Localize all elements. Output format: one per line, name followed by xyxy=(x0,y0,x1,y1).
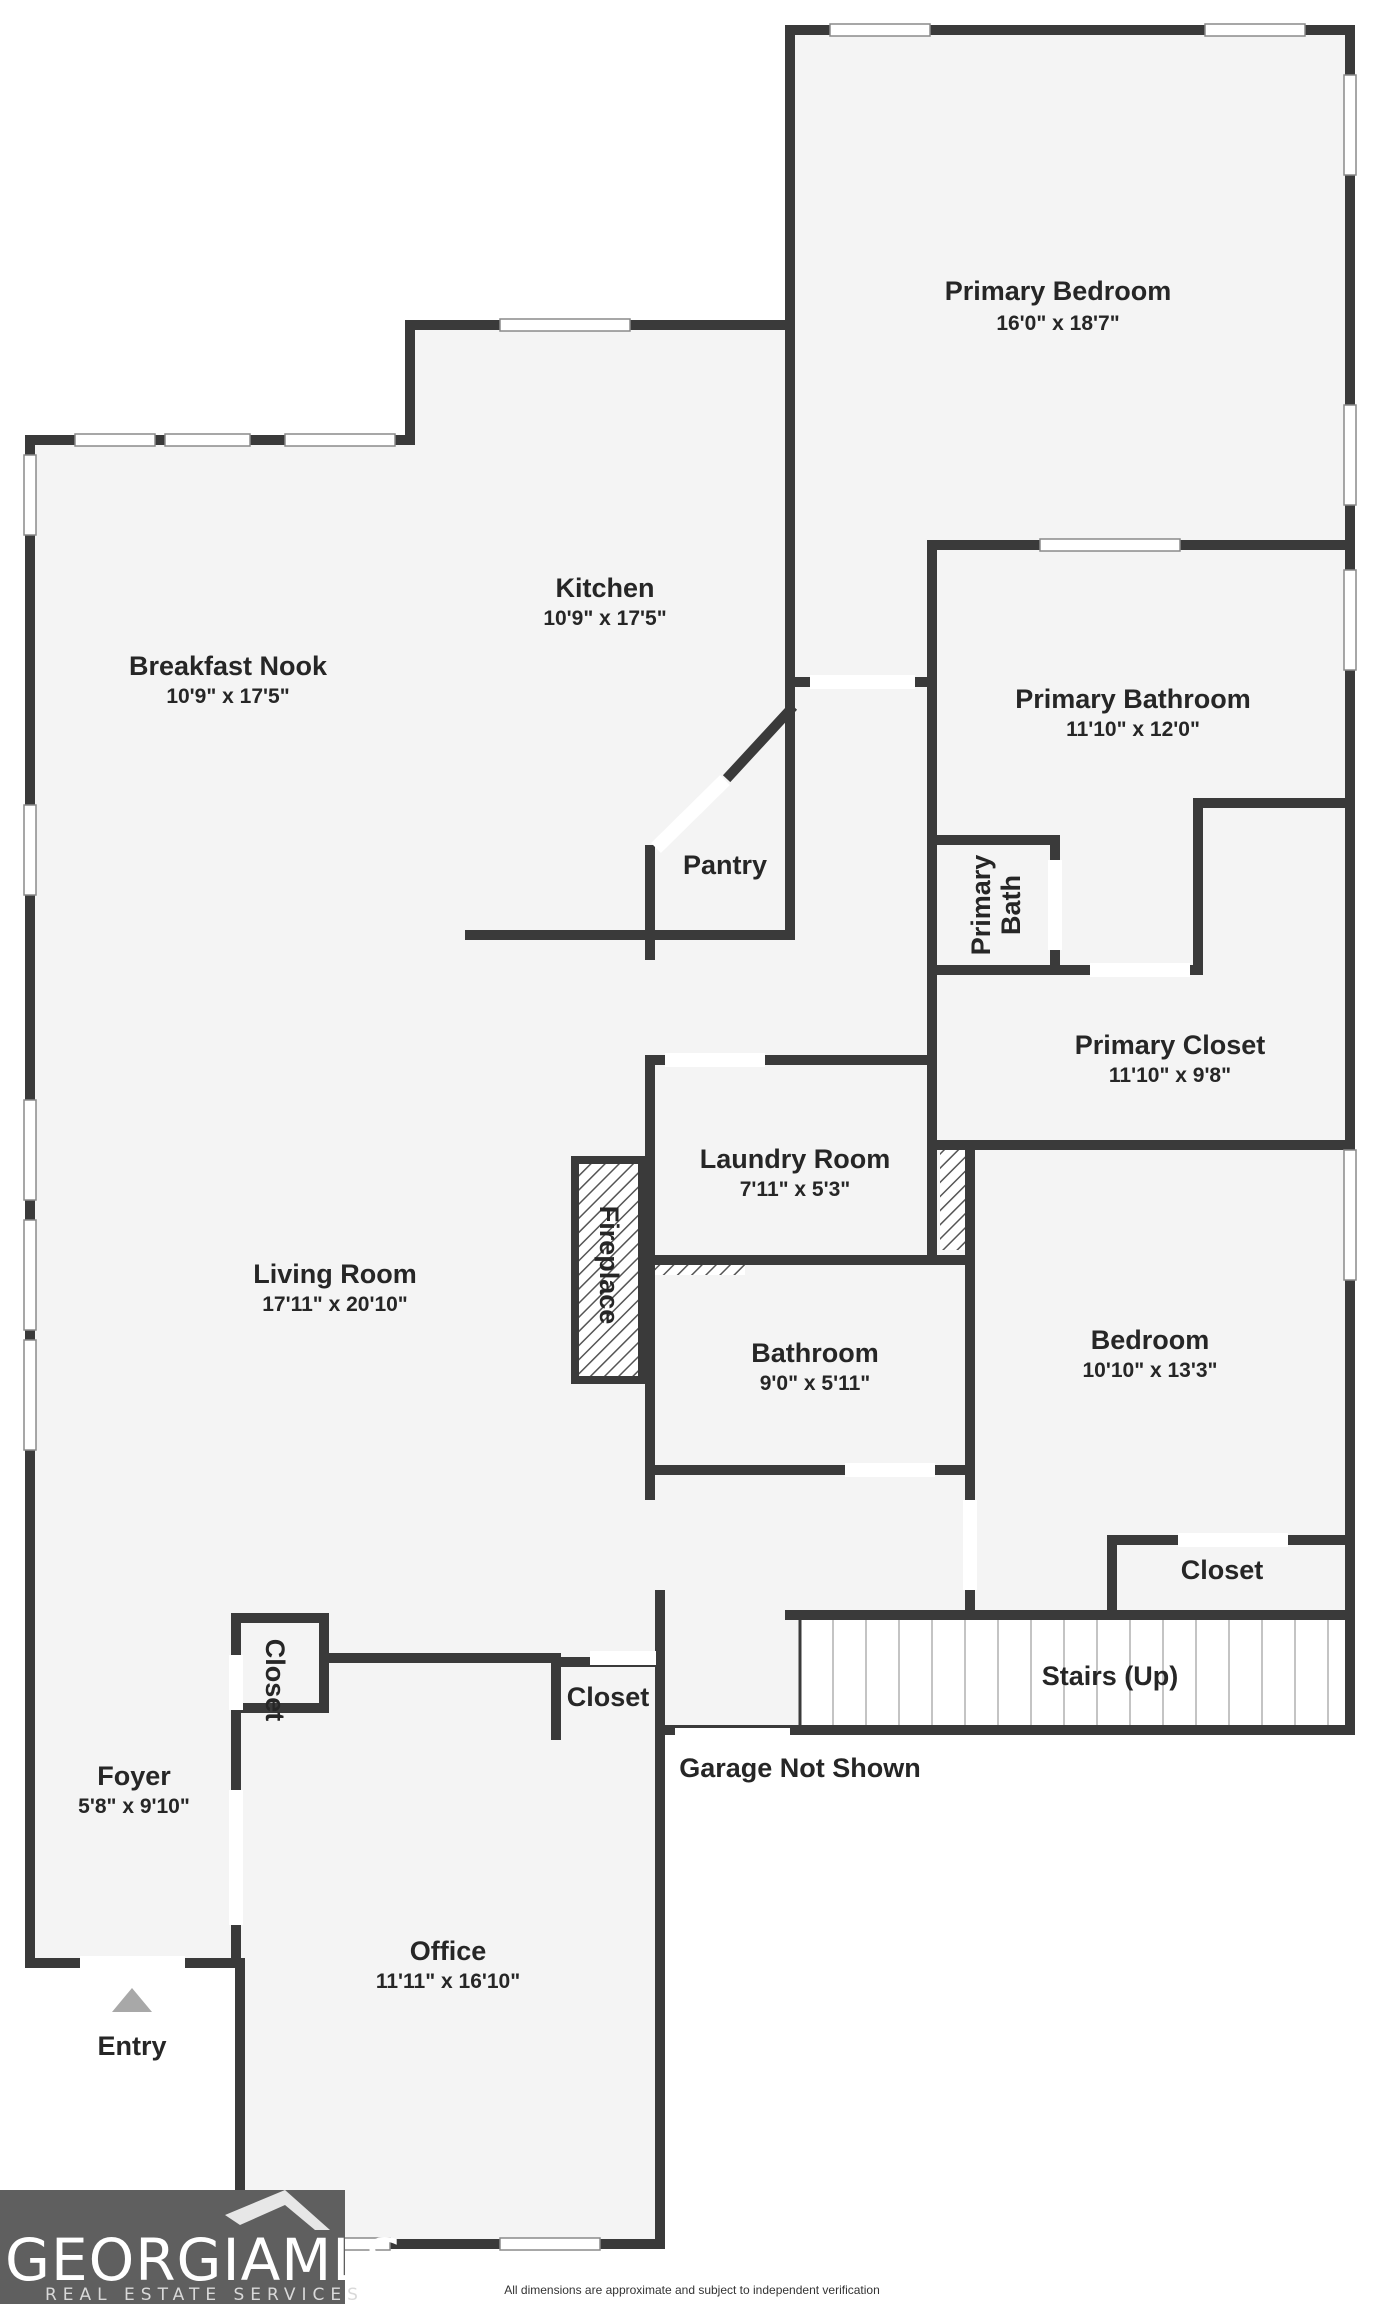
breakfast-nook-name: Breakfast Nook xyxy=(129,651,328,681)
bedroom-closet-name: Closet xyxy=(1181,1555,1264,1585)
laundry-room-name: Laundry Room xyxy=(700,1144,891,1174)
kitchen-name: Kitchen xyxy=(555,573,654,603)
entry-label: Entry xyxy=(97,2031,166,2061)
primary-bath-label: Primary Bath xyxy=(966,855,1026,956)
windows xyxy=(23,23,1357,2251)
logo-main-text: GEORGIAMLS xyxy=(5,2226,403,2294)
foyer-closet-name: Closet xyxy=(260,1639,290,1722)
primary-bathroom-name: Primary Bathroom xyxy=(1015,684,1251,714)
office-dims: 11'11" x 16'10" xyxy=(376,1970,520,1993)
disclaimer: All dimensions are approximate and subje… xyxy=(504,2283,880,2297)
garage-note: Garage Not Shown xyxy=(679,1753,921,1783)
living-room-name: Living Room xyxy=(253,1259,417,1289)
hall-closet-name: Closet xyxy=(567,1682,650,1712)
floor-area xyxy=(30,30,1350,2244)
primary-closet-name: Primary Closet xyxy=(1075,1030,1266,1060)
primary-bath-line1: Primary xyxy=(966,855,996,956)
bathroom-name: Bathroom xyxy=(751,1338,879,1368)
fireplace-hearth xyxy=(571,1156,646,1384)
foyer-dims: 5'8" x 9'10" xyxy=(78,1795,190,1818)
bathroom-dims: 9'0" x 5'11" xyxy=(760,1372,871,1395)
pantry-name: Pantry xyxy=(683,850,767,880)
foyer-name: Foyer xyxy=(97,1761,171,1791)
kitchen-dims: 10'9" x 17'5" xyxy=(543,607,666,630)
bedroom-dims: 10'10" x 13'3" xyxy=(1082,1359,1217,1382)
primary-bathroom-dims: 11'10" x 12'0" xyxy=(1066,718,1200,741)
logo-sub-text: REAL ESTATE SERVICES xyxy=(45,2285,364,2304)
primary-bedroom-dims: 16'0" x 18'7" xyxy=(996,312,1119,335)
bedroom-name: Bedroom xyxy=(1091,1325,1210,1355)
stairs xyxy=(798,1615,1350,1732)
wall-chase xyxy=(940,1150,965,1250)
living-room-dims: 17'11" x 20'10" xyxy=(262,1293,408,1316)
fireplace-label: Fireplace xyxy=(594,1206,624,1325)
primary-bath-line2: Bath xyxy=(996,875,1026,935)
openings xyxy=(80,675,1288,1970)
stairs-name: Stairs (Up) xyxy=(1042,1661,1179,1691)
georgia-mls-logo: GEORGIAMLS REAL ESTATE SERVICES xyxy=(0,2190,403,2304)
laundry-room-dims: 7'11" x 5'3" xyxy=(740,1178,851,1201)
breakfast-nook-dims: 10'9" x 17'5" xyxy=(166,685,289,708)
primary-bedroom-name: Primary Bedroom xyxy=(945,276,1172,306)
entry-arrow-icon xyxy=(112,1988,152,2012)
primary-closet-dims: 11'10" x 9'8" xyxy=(1109,1064,1231,1087)
office-name: Office xyxy=(410,1936,487,1966)
